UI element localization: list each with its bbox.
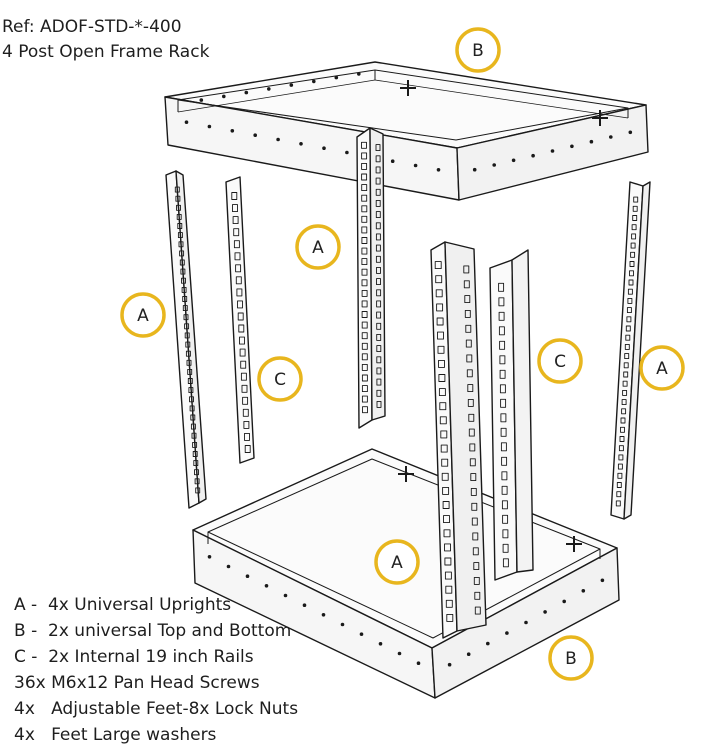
callout-rail-right: C [537, 338, 583, 384]
parts-list-item: A - 4x Universal Uprights [14, 595, 232, 615]
callout-upright-center: A [295, 224, 341, 270]
product-title: 4 Post Open Frame Rack [2, 42, 210, 62]
rail-left [225, 176, 255, 464]
callout-upright-right: A [639, 345, 685, 391]
callout-letter: B [472, 41, 484, 61]
callout-upright-front: A [374, 539, 420, 585]
upright-left [165, 170, 207, 509]
callout-letter: A [656, 359, 668, 379]
upright-front [430, 241, 487, 639]
upright-right [610, 181, 651, 520]
callout-letter: A [391, 553, 403, 573]
upright-center [356, 127, 386, 429]
parts-list: A - 4x Universal Uprights B - 2x univers… [14, 592, 298, 748]
callout-top-frame: B [455, 27, 501, 73]
callout-letter: C [554, 352, 566, 372]
reference-code: Ref: ADOF-STD-*-400 [2, 17, 182, 37]
parts-list-item: B - 2x universal Top and Bottom [14, 621, 292, 641]
callout-bottom-frame: B [548, 635, 594, 681]
parts-list-item: 4x Feet Large washers [14, 725, 217, 745]
parts-list-item: C - 2x Internal 19 inch Rails [14, 647, 254, 667]
parts-list-item: 4x Adjustable Feet-8x Lock Nuts [14, 699, 299, 719]
callout-letter: A [312, 238, 324, 258]
bottom-frame [192, 448, 620, 699]
callout-letter: B [565, 649, 577, 669]
callout-upright-left: A [120, 292, 166, 338]
parts-list-item: 36x M6x12 Pan Head Screws [14, 673, 260, 693]
callout-letter: A [137, 306, 149, 326]
callout-letter: C [274, 370, 286, 390]
rail-right [489, 249, 534, 581]
callout-rail-left: C [257, 356, 303, 402]
top-frame [164, 61, 649, 201]
